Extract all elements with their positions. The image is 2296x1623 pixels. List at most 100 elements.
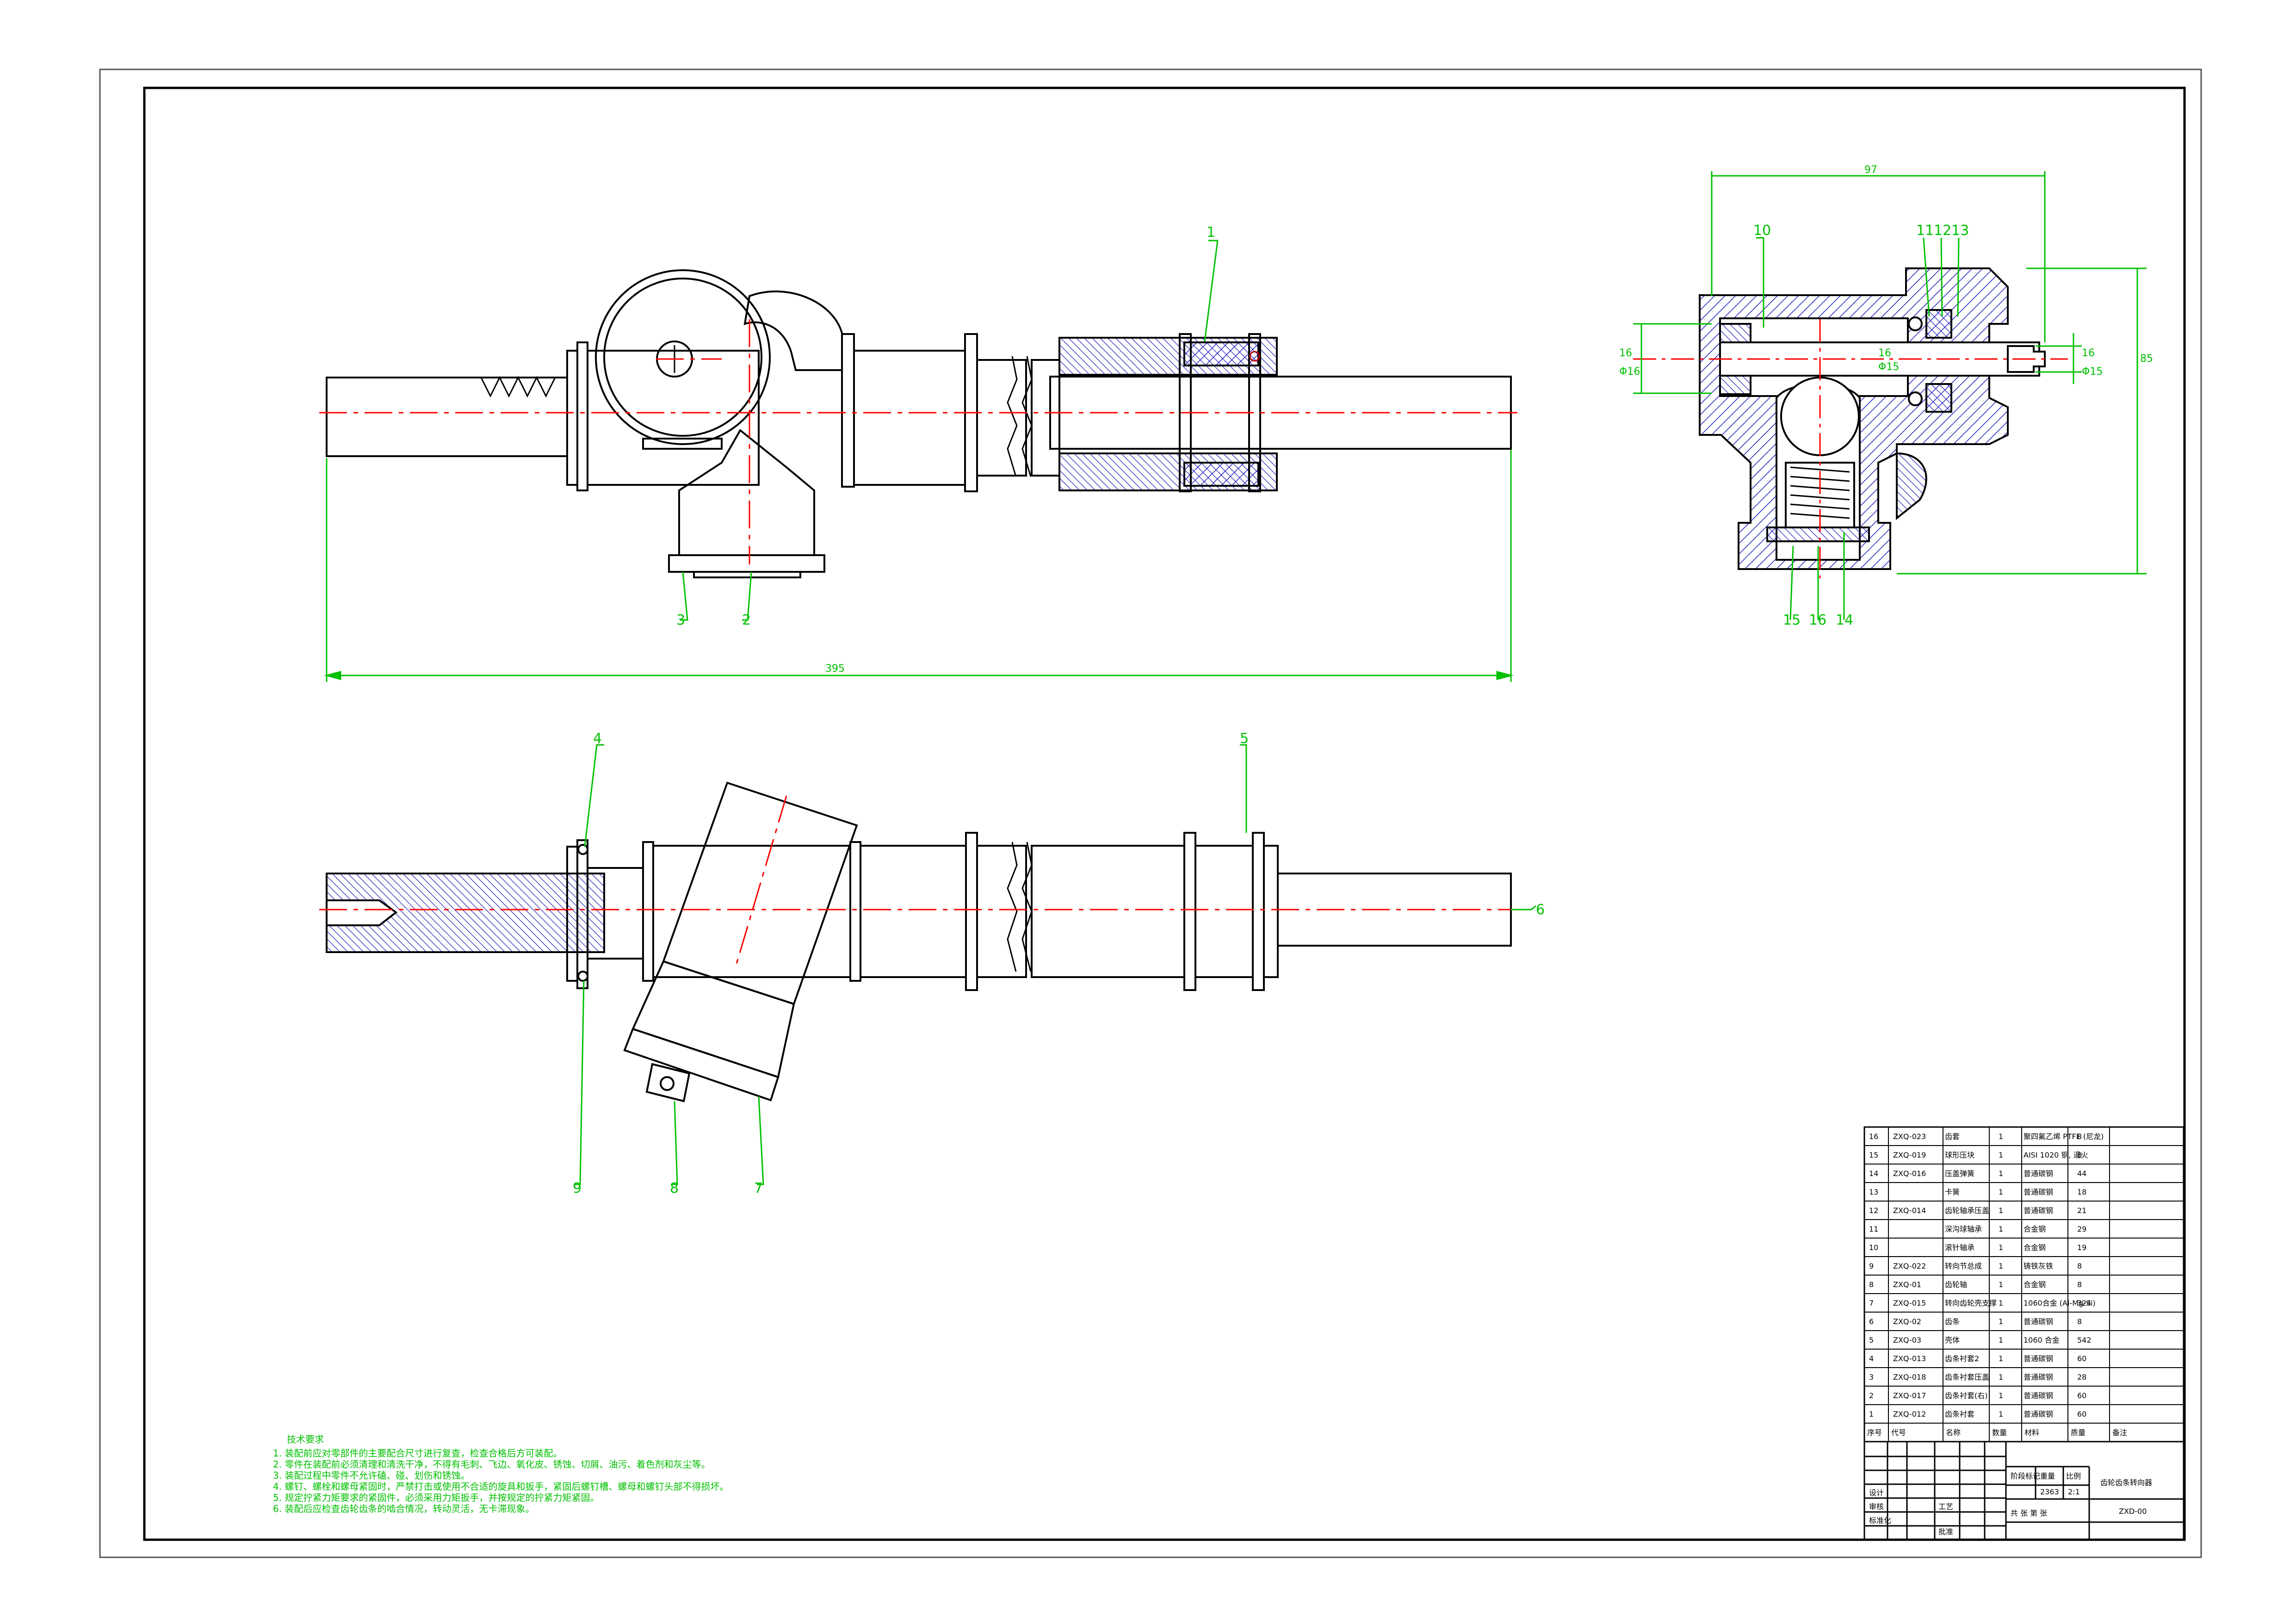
bom-cell-code: ZXQ-02 xyxy=(1893,1317,1921,1326)
bom-cell-no: 16 xyxy=(1869,1132,1878,1141)
bom-cell-no: 6 xyxy=(1869,1317,1874,1326)
bom-header-cell: 序号 xyxy=(1867,1428,1882,1437)
bom-cell-qty: 1 xyxy=(1999,1262,2003,1270)
section-leader-lines xyxy=(1756,237,1960,620)
bom-cell-material: 合金钢 xyxy=(2024,1243,2046,1252)
bom-cell-mass: 60 xyxy=(2077,1391,2086,1400)
bom-cell-code: ZXQ-023 xyxy=(1893,1132,1926,1141)
bom-cell-name: 齿轮轴 xyxy=(1945,1280,1967,1289)
section-dimension-lines xyxy=(1633,171,2147,575)
part-label-14: 14 xyxy=(1836,612,1853,628)
bom-cell-name: 深沟球轴承 xyxy=(1945,1225,1982,1233)
top-view xyxy=(326,781,1512,1103)
bom-cell-name: 卡簧 xyxy=(1945,1188,1960,1196)
bom-cell-material: 聚四氟乙烯 PTFE (尼龙) xyxy=(2024,1132,2104,1141)
part-label-7: 7 xyxy=(754,1180,763,1196)
bom-cell-material: 合金钢 xyxy=(2024,1225,2046,1233)
left-height-dim-1: 16 xyxy=(1619,347,1632,359)
bom-cell-code: ZXQ-017 xyxy=(1893,1391,1926,1400)
bom-cell-code: ZXQ-01 xyxy=(1893,1280,1921,1289)
bom-cell-material: 普通碳钢 xyxy=(2024,1169,2053,1178)
bom-cell-no: 4 xyxy=(1869,1354,1874,1363)
role-design: 设计 xyxy=(1869,1488,1884,1497)
bom-cell-mass: 60 xyxy=(2077,1410,2086,1419)
note-4: 4. 螺钉、螺栓和螺母紧固时，严禁打击或使用不合适的旋具和扳手，紧固后螺钉槽、螺… xyxy=(273,1481,729,1492)
bom-cell-code: ZXQ-013 xyxy=(1893,1354,1926,1363)
bom-cell-name: 壳体 xyxy=(1945,1336,1960,1344)
part-label-4: 4 xyxy=(593,731,602,747)
bom-header-cell: 材料 xyxy=(2024,1428,2039,1437)
note-3: 3. 装配过程中零件不允许磕、碰、划伤和锈蚀。 xyxy=(273,1470,470,1481)
note-5: 5. 规定拧紧力矩要求的紧固件，必须采用力矩扳手，并按规定的拧紧力矩紧固。 xyxy=(273,1492,599,1503)
bom-cell-material: 普通碳钢 xyxy=(2024,1317,2053,1326)
bom-cell-code: ZXQ-014 xyxy=(1893,1206,1926,1215)
inner-border xyxy=(143,87,2186,1541)
bom-cell-material: 普通碳钢 xyxy=(2024,1373,2053,1381)
bom-cell-qty: 1 xyxy=(1999,1206,2003,1215)
bom-cell-no: 12 xyxy=(1869,1206,1878,1215)
bom-cell-no: 1 xyxy=(1869,1410,1874,1419)
bom-cell-no: 11 xyxy=(1869,1225,1878,1233)
bom-cell-qty: 1 xyxy=(1999,1225,2003,1233)
bom-cell-mass: 8 xyxy=(2077,1262,2082,1270)
part-label-2: 2 xyxy=(742,612,751,628)
leader-lines xyxy=(574,240,1536,1185)
width-dimension: 97 xyxy=(1864,164,1877,176)
part-label-10: 10 xyxy=(1753,223,1771,239)
bom-cell-material: 普通碳钢 xyxy=(2024,1391,2053,1400)
bom-cell-code: ZXQ-018 xyxy=(1893,1373,1926,1381)
bom-cell-material: 普通碳钢 xyxy=(2024,1206,2053,1215)
note-2: 2. 零件在装配前必须清理和清洗干净，不得有毛刺、飞边、氧化皮、锈蚀、切屑、油污… xyxy=(273,1459,710,1470)
bom-cell-code: ZXQ-022 xyxy=(1893,1262,1926,1270)
right-dim-1: 16 xyxy=(2082,347,2095,359)
center-lines-front xyxy=(319,319,1517,564)
bom-cell-material: AISI 1020 钢, 退火 xyxy=(2024,1151,2088,1159)
left-height-dim-2: Φ16 xyxy=(1619,366,1640,378)
bom-cell-code: ZXQ-019 xyxy=(1893,1151,1926,1159)
bom-header-cell: 代号 xyxy=(1891,1428,1906,1437)
role-process: 工艺 xyxy=(1938,1502,1953,1511)
section-center-lines xyxy=(1633,319,2068,578)
bom-cell-material: 铸铁灰铁 xyxy=(2024,1262,2053,1270)
overall-dimension xyxy=(324,450,1514,682)
stage-label: 阶段标记 xyxy=(2011,1472,2040,1481)
drawing-weight: 2363 xyxy=(2040,1487,2059,1496)
bom-cell-qty: 1 xyxy=(1999,1280,2003,1289)
bom-cell-qty: 1 xyxy=(1999,1391,2003,1400)
bom-cell-mass: 8 xyxy=(2077,1132,2082,1141)
bom-cell-name: 齿套 xyxy=(1945,1132,1960,1141)
bom-header-cell: 名称 xyxy=(1946,1428,1961,1437)
bom-cell-name: 齿轮轴承压盖 xyxy=(1945,1206,1989,1215)
note-1: 1. 装配前应对零部件的主要配合尺寸进行复查，检查合格后方可装配。 xyxy=(273,1448,562,1459)
center-dim-2: Φ15 xyxy=(1878,361,1899,373)
bom-cell-name: 齿条衬套2 xyxy=(1945,1354,1979,1363)
bom-cell-mass: 28 xyxy=(2077,1373,2086,1381)
bom-cell-mass: 44 xyxy=(2077,1169,2086,1178)
bom-cell-code: ZXQ-016 xyxy=(1893,1169,1926,1178)
bom-cell-name: 球形压块 xyxy=(1945,1151,1974,1159)
bom-cell-material: 合金钢 xyxy=(2024,1280,2046,1289)
part-label-16: 16 xyxy=(1809,612,1826,628)
bom-header-cell: 质量 xyxy=(2071,1428,2086,1437)
bom-cell-no: 7 xyxy=(1869,1299,1874,1307)
bom-cell-qty: 1 xyxy=(1999,1188,2003,1196)
bom-cell-material: 普通碳钢 xyxy=(2024,1188,2053,1196)
bom-cell-no: 10 xyxy=(1869,1243,1878,1252)
bom-cell-material: 1060 合金 xyxy=(2024,1336,2060,1344)
part-label-11: 11 xyxy=(1916,223,1934,239)
part-label-9: 9 xyxy=(573,1180,582,1196)
bom-cell-mass: 21 xyxy=(2077,1206,2086,1215)
drawing-number: ZXD-00 xyxy=(2119,1507,2147,1516)
bom-cell-qty: 1 xyxy=(1999,1354,2003,1363)
bom-cell-qty: 1 xyxy=(1999,1169,2003,1178)
note-6: 6. 装配后应检查齿轮齿条的啮合情况，转动灵活，无卡滞现象。 xyxy=(273,1503,534,1514)
bom-cell-qty: 1 xyxy=(1999,1151,2003,1159)
part-label-6: 6 xyxy=(1536,902,1545,918)
bom-cell-mass: 8 xyxy=(2077,1280,2082,1289)
scale-label: 比例 xyxy=(2066,1472,2081,1481)
part-label-3: 3 xyxy=(676,612,685,628)
sheet-count: 共 张 第 张 xyxy=(2011,1509,2047,1518)
bom-cell-qty: 1 xyxy=(1999,1373,2003,1381)
bom-cell-code: ZXQ-012 xyxy=(1893,1410,1926,1419)
